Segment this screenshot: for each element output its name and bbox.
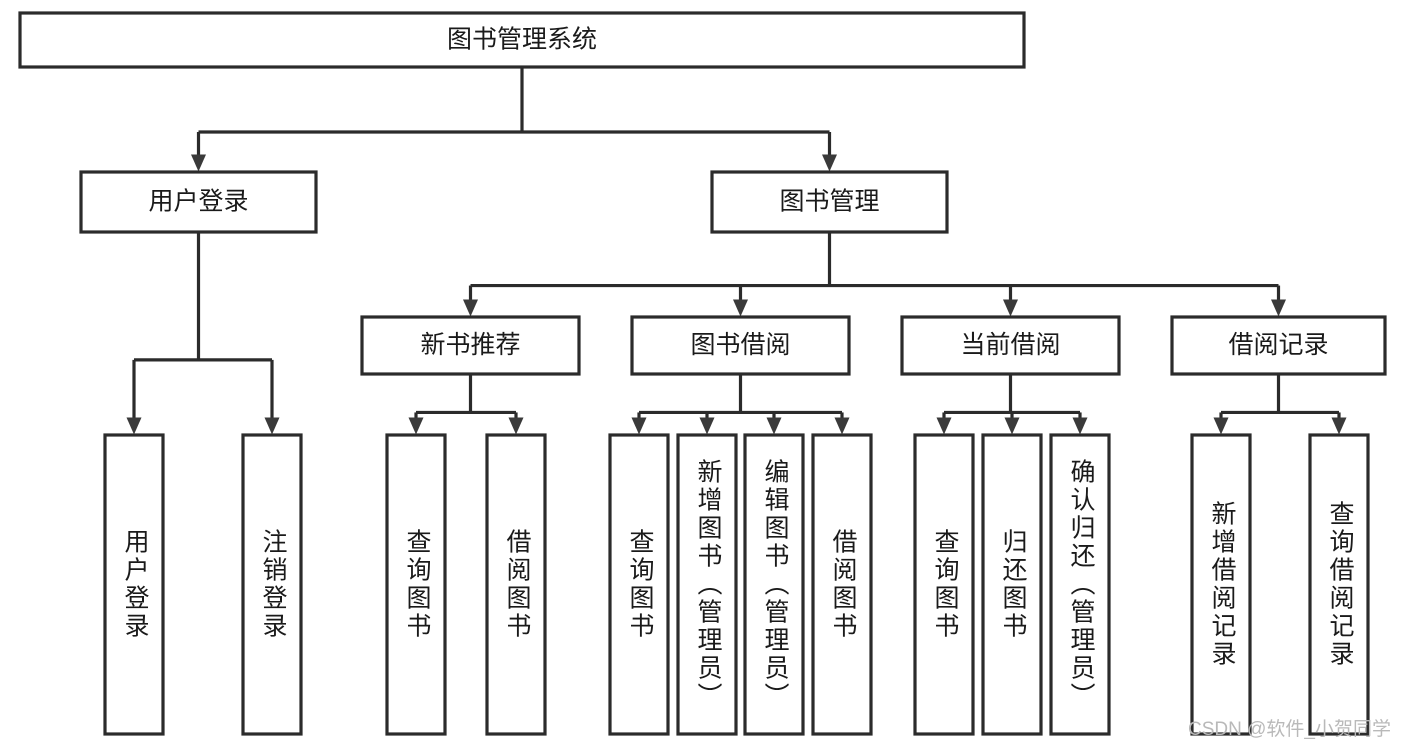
node-leaf-add-book[interactable]: 新增图书（管理员）: [676, 433, 738, 736]
connector-group-newbook: [408, 374, 524, 435]
node-box[interactable]: [811, 433, 873, 736]
node-label: 查询借阅记录: [1326, 501, 1355, 669]
arrow-head-icon: [766, 417, 782, 435]
node-box[interactable]: [485, 433, 547, 736]
connector-layer: [126, 67, 1347, 435]
arrow-head-icon: [508, 417, 524, 435]
node-leaf-user-login[interactable]: 用户登录: [103, 433, 165, 736]
node-leaf-query-record[interactable]: 查询借阅记录: [1308, 433, 1370, 736]
node-root[interactable]: 图书管理系统: [18, 11, 1026, 69]
node-box[interactable]: [676, 433, 738, 736]
node-label: 图书管理系统: [447, 26, 597, 54]
arrow-head-icon: [1072, 417, 1088, 435]
node-box[interactable]: [900, 315, 1121, 376]
node-label: 新书推荐: [420, 331, 520, 359]
connector-group-bookmgmt: [463, 232, 1286, 317]
node-leaf-confirm-return[interactable]: 确认归还（管理员）: [1049, 433, 1111, 736]
node-label: 用户登录: [121, 529, 150, 641]
arrow-head-icon: [822, 154, 837, 172]
node-leaf-borrow-book-2[interactable]: 借阅图书: [811, 433, 873, 736]
node-box[interactable]: [981, 433, 1043, 736]
node-leaf-query-book-1[interactable]: 查询图书: [385, 433, 447, 736]
node-box[interactable]: [79, 170, 318, 234]
node-leaf-add-record[interactable]: 新增借阅记录: [1190, 433, 1252, 736]
node-label: 用户登录: [148, 188, 248, 216]
arrow-head-icon: [191, 154, 206, 172]
node-label: 新增借阅记录: [1208, 501, 1237, 669]
node-label: 当前借阅: [960, 331, 1060, 359]
connector-group-login: [126, 232, 280, 435]
connector-group-borrow: [631, 374, 850, 435]
arrow-head-icon: [699, 417, 715, 435]
arrow-head-icon: [834, 417, 850, 435]
connector-group-records: [1213, 374, 1347, 435]
node-label: 查询图书: [931, 529, 960, 641]
arrow-head-icon: [1004, 417, 1020, 435]
node-bookmgmt[interactable]: 图书管理: [710, 170, 949, 234]
node-box[interactable]: [1190, 433, 1252, 736]
connector-group-root: [191, 67, 837, 172]
node-box[interactable]: [1170, 315, 1387, 376]
arrow-head-icon: [264, 417, 280, 435]
node-box[interactable]: [360, 315, 581, 376]
node-leaf-return-book[interactable]: 归还图书: [981, 433, 1043, 736]
arrow-head-icon: [936, 417, 952, 435]
node-records[interactable]: 借阅记录: [1170, 315, 1387, 376]
node-label: 确认归还（管理员）: [1067, 459, 1096, 711]
node-label: 归还图书: [999, 529, 1028, 641]
node-box[interactable]: [913, 433, 975, 736]
node-label: 注销登录: [259, 529, 288, 641]
node-box[interactable]: [1049, 433, 1111, 736]
node-newbook[interactable]: 新书推荐: [360, 315, 581, 376]
node-label: 新增图书（管理员）: [694, 459, 723, 711]
node-label: 借阅记录: [1228, 331, 1328, 359]
node-label: 借阅图书: [503, 529, 532, 641]
node-leaf-edit-book[interactable]: 编辑图书（管理员）: [743, 433, 805, 736]
node-login[interactable]: 用户登录: [79, 170, 318, 234]
node-layer: 图书管理系统用户登录图书管理新书推荐图书借阅当前借阅借阅记录用户登录注销登录查询…: [18, 11, 1387, 736]
node-current[interactable]: 当前借阅: [900, 315, 1121, 376]
arrow-head-icon: [1213, 417, 1229, 435]
node-box[interactable]: [743, 433, 805, 736]
node-box[interactable]: [241, 433, 303, 736]
node-leaf-query-book-2[interactable]: 查询图书: [608, 433, 670, 736]
node-label: 图书管理: [779, 188, 879, 216]
arrow-head-icon: [408, 417, 424, 435]
arrow-head-icon: [126, 417, 142, 435]
arrow-head-icon: [631, 417, 647, 435]
node-label: 借阅图书: [829, 529, 858, 641]
arrow-head-icon: [1331, 417, 1347, 435]
node-label: 编辑图书（管理员）: [761, 459, 790, 711]
node-box[interactable]: [18, 11, 1026, 69]
node-leaf-query-book-3[interactable]: 查询图书: [913, 433, 975, 736]
node-box[interactable]: [630, 315, 851, 376]
node-label: 查询图书: [626, 529, 655, 641]
node-box[interactable]: [1308, 433, 1370, 736]
arrow-head-icon: [1271, 299, 1286, 317]
node-box[interactable]: [608, 433, 670, 736]
node-borrow[interactable]: 图书借阅: [630, 315, 851, 376]
node-label: 图书借阅: [690, 331, 790, 359]
arrow-head-icon: [1003, 299, 1018, 317]
arrow-head-icon: [463, 299, 478, 317]
node-box[interactable]: [710, 170, 949, 234]
node-box[interactable]: [103, 433, 165, 736]
node-leaf-borrow-book-1[interactable]: 借阅图书: [485, 433, 547, 736]
node-leaf-user-logout[interactable]: 注销登录: [241, 433, 303, 736]
arrow-head-icon: [733, 299, 748, 317]
node-label: 查询图书: [403, 529, 432, 641]
node-box[interactable]: [385, 433, 447, 736]
connector-group-current: [936, 374, 1088, 435]
